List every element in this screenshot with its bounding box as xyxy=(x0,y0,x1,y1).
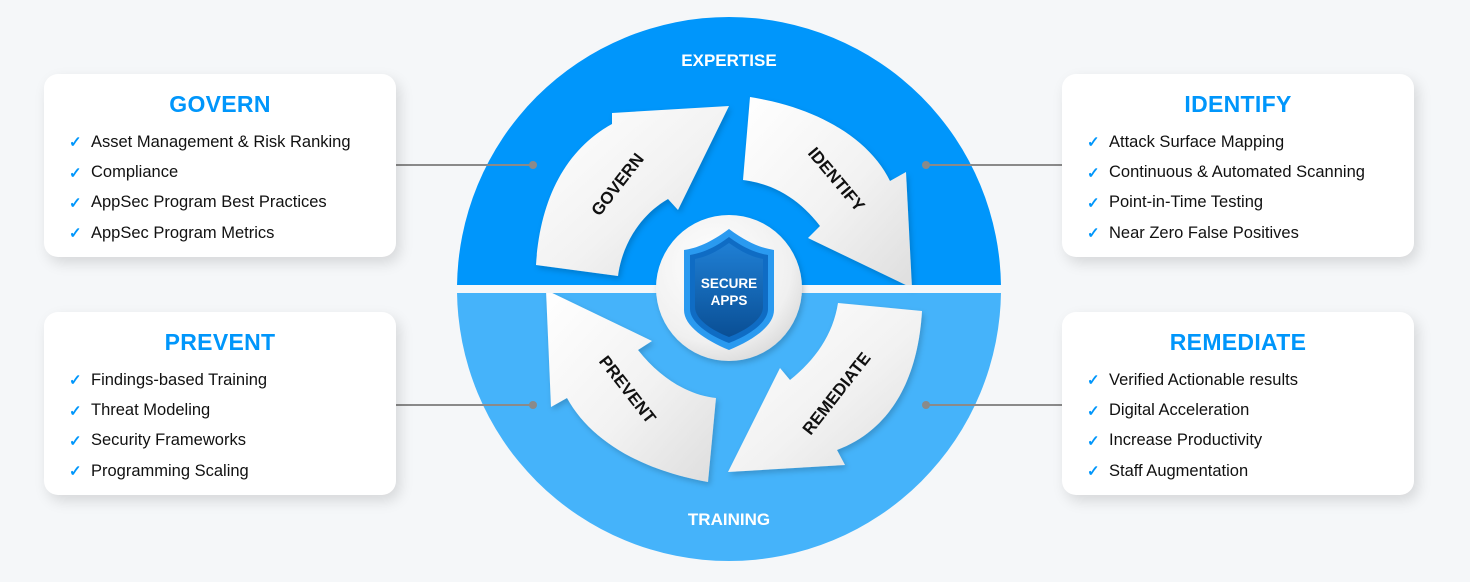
checkmark-icon: ✓ xyxy=(1087,402,1100,420)
list-item-text: Verified Actionable results xyxy=(1109,370,1298,389)
connector-identify xyxy=(926,164,1077,166)
center-label-line1: SECURE xyxy=(701,276,757,291)
list-item-text: Digital Acceleration xyxy=(1109,401,1250,420)
connector-prevent xyxy=(383,404,534,406)
card-title: PREVENT xyxy=(164,329,276,355)
checkmark-icon: ✓ xyxy=(1087,164,1100,182)
list-item-text: Security Frameworks xyxy=(91,431,246,450)
connector-remediate-dot-ring xyxy=(922,401,930,409)
list-item: ✓ Findings-based Training xyxy=(69,365,267,395)
card-title: GOVERN xyxy=(169,91,271,117)
list-item-text: Staff Augmentation xyxy=(1109,461,1249,480)
checkmark-icon: ✓ xyxy=(69,164,82,182)
checkmark-icon: ✓ xyxy=(69,194,82,212)
checkmark-icon: ✓ xyxy=(1087,372,1100,390)
checkmark-icon: ✓ xyxy=(1087,134,1100,152)
card-prevent: PREVENT ✓ Findings-based Training ✓ Threat… xyxy=(44,312,396,495)
identify-arrow xyxy=(743,97,912,288)
list-item: ✓ Threat Modeling xyxy=(69,395,267,425)
list-item: ✓ Digital Acceleration xyxy=(1087,395,1298,425)
list-item-text: Point-in-Time Testing xyxy=(1109,193,1264,212)
prevent-arrow xyxy=(546,290,716,482)
connector-remediate xyxy=(926,404,1077,406)
card-title: IDENTIFY xyxy=(1184,91,1292,117)
list-item: ✓ Security Frameworks xyxy=(69,426,267,456)
list-item-text: Programming Scaling xyxy=(91,461,249,480)
card-item-list: ✓ Findings-based Training ✓ Threat Modelin… xyxy=(69,365,267,487)
list-item: ✓ Near Zero False Positives xyxy=(1087,218,1365,248)
training-label: TRAINING xyxy=(688,510,770,529)
card-identify: IDENTIFY ✓ Attack Surface Mapping ✓ Contin… xyxy=(1062,74,1414,257)
list-item-text: Asset Management & Risk Ranking xyxy=(91,132,351,151)
list-item: ✓ Increase Productivity xyxy=(1087,426,1298,456)
card-title: REMEDIATE xyxy=(1169,329,1307,355)
checkmark-icon: ✓ xyxy=(1087,463,1100,481)
list-item: ✓ Attack Surface Mapping xyxy=(1087,127,1365,157)
list-item-text: AppSec Program Metrics xyxy=(91,223,275,242)
checkmark-icon: ✓ xyxy=(1087,225,1100,243)
shield-icon xyxy=(684,229,774,350)
card-item-list: ✓ Asset Management & Risk Ranking ✓ Compli… xyxy=(69,127,351,249)
list-item: ✓ Compliance xyxy=(69,157,351,187)
checkmark-icon: ✓ xyxy=(69,134,82,152)
list-item-text: Compliance xyxy=(91,163,179,182)
checkmark-icon: ✓ xyxy=(1087,194,1100,212)
list-item-text: Findings-based Training xyxy=(91,370,268,389)
card-item-list: ✓ Attack Surface Mapping ✓ Continuous & Au… xyxy=(1087,127,1365,249)
remediate-arrow xyxy=(728,303,922,472)
connector-identify-dot-ring xyxy=(922,161,930,169)
list-item: ✓ AppSec Program Best Practices xyxy=(69,188,351,218)
connector-govern-dot-ring xyxy=(529,161,537,169)
list-item: ✓ Staff Augmentation xyxy=(1087,456,1298,486)
checkmark-icon: ✓ xyxy=(1087,432,1100,450)
list-item: ✓ Verified Actionable results xyxy=(1087,365,1298,395)
list-item-text: Continuous & Automated Scanning xyxy=(1109,163,1365,182)
checkmark-icon: ✓ xyxy=(69,372,82,390)
card-item-list: ✓ Verified Actionable results ✓ Digital Ac… xyxy=(1087,365,1298,487)
checkmark-icon: ✓ xyxy=(69,402,82,420)
connector-govern xyxy=(383,164,534,166)
list-item: ✓ AppSec Program Metrics xyxy=(69,218,351,248)
center-label-line2: APPS xyxy=(711,293,748,308)
list-item-text: Increase Productivity xyxy=(1109,431,1263,450)
list-item: ✓ Point-in-Time Testing xyxy=(1087,188,1365,218)
list-item-text: Near Zero False Positives xyxy=(1109,223,1299,242)
checkmark-icon: ✓ xyxy=(69,463,82,481)
card-remediate: REMEDIATE ✓ Verified Actionable results ✓… xyxy=(1062,312,1414,495)
list-item: ✓ Asset Management & Risk Ranking xyxy=(69,127,351,157)
list-item-text: AppSec Program Best Practices xyxy=(91,193,327,212)
list-item-text: Threat Modeling xyxy=(91,401,211,420)
list-item-text: Attack Surface Mapping xyxy=(1109,132,1285,151)
list-item: ✓ Programming Scaling xyxy=(69,456,267,486)
connector-prevent-dot-ring xyxy=(529,401,537,409)
govern-arrow xyxy=(536,106,729,276)
checkmark-icon: ✓ xyxy=(69,432,82,450)
card-govern: GOVERN ✓ Asset Management & Risk Ranking … xyxy=(44,74,396,257)
checkmark-icon: ✓ xyxy=(69,225,82,243)
expertise-label: EXPERTISE xyxy=(681,51,776,70)
list-item: ✓ Continuous & Automated Scanning xyxy=(1087,157,1365,187)
